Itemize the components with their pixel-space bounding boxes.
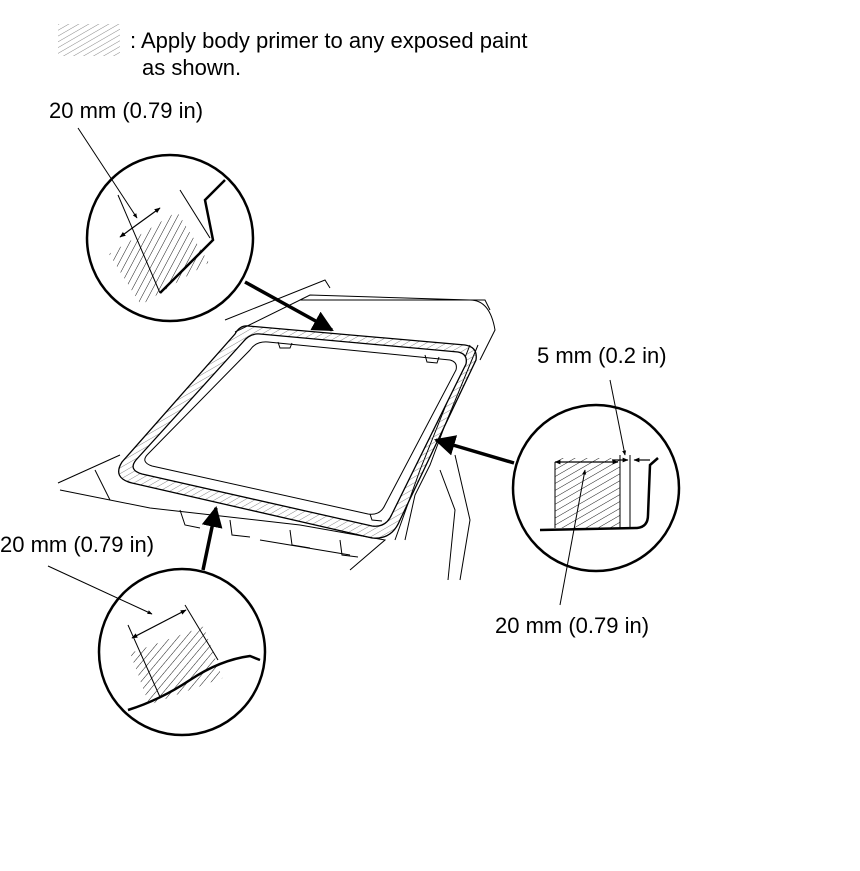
callout-label-bottom-left: 20 mm (0.79 in) bbox=[0, 532, 155, 557]
pointer-arrow bbox=[433, 435, 515, 465]
dimension-arrow bbox=[131, 609, 187, 639]
pointer-arrow bbox=[201, 505, 223, 571]
detail-circle-right bbox=[511, 403, 681, 573]
leader-line bbox=[77, 127, 138, 219]
callout-label-right-top: 5 mm (0.2 in) bbox=[537, 343, 667, 368]
leader-line bbox=[609, 379, 627, 456]
legend-text: : Apply body primer to any exposed paint bbox=[130, 28, 528, 53]
dimension-arrow bbox=[119, 207, 161, 238]
detail-circle-bottom-left bbox=[97, 567, 267, 737]
leader-line bbox=[559, 469, 587, 606]
leader-line bbox=[47, 565, 153, 615]
callout-label-top-left: 20 mm (0.79 in) bbox=[49, 98, 204, 123]
detail-circle-top-left bbox=[85, 153, 255, 323]
windshield-frame bbox=[118, 325, 477, 539]
callout-label-right-bottom: 20 mm (0.79 in) bbox=[495, 613, 650, 638]
legend-text-continued: as shown. bbox=[142, 55, 242, 80]
pointer-arrow bbox=[244, 280, 334, 332]
legend-hatch-swatch bbox=[58, 24, 120, 56]
